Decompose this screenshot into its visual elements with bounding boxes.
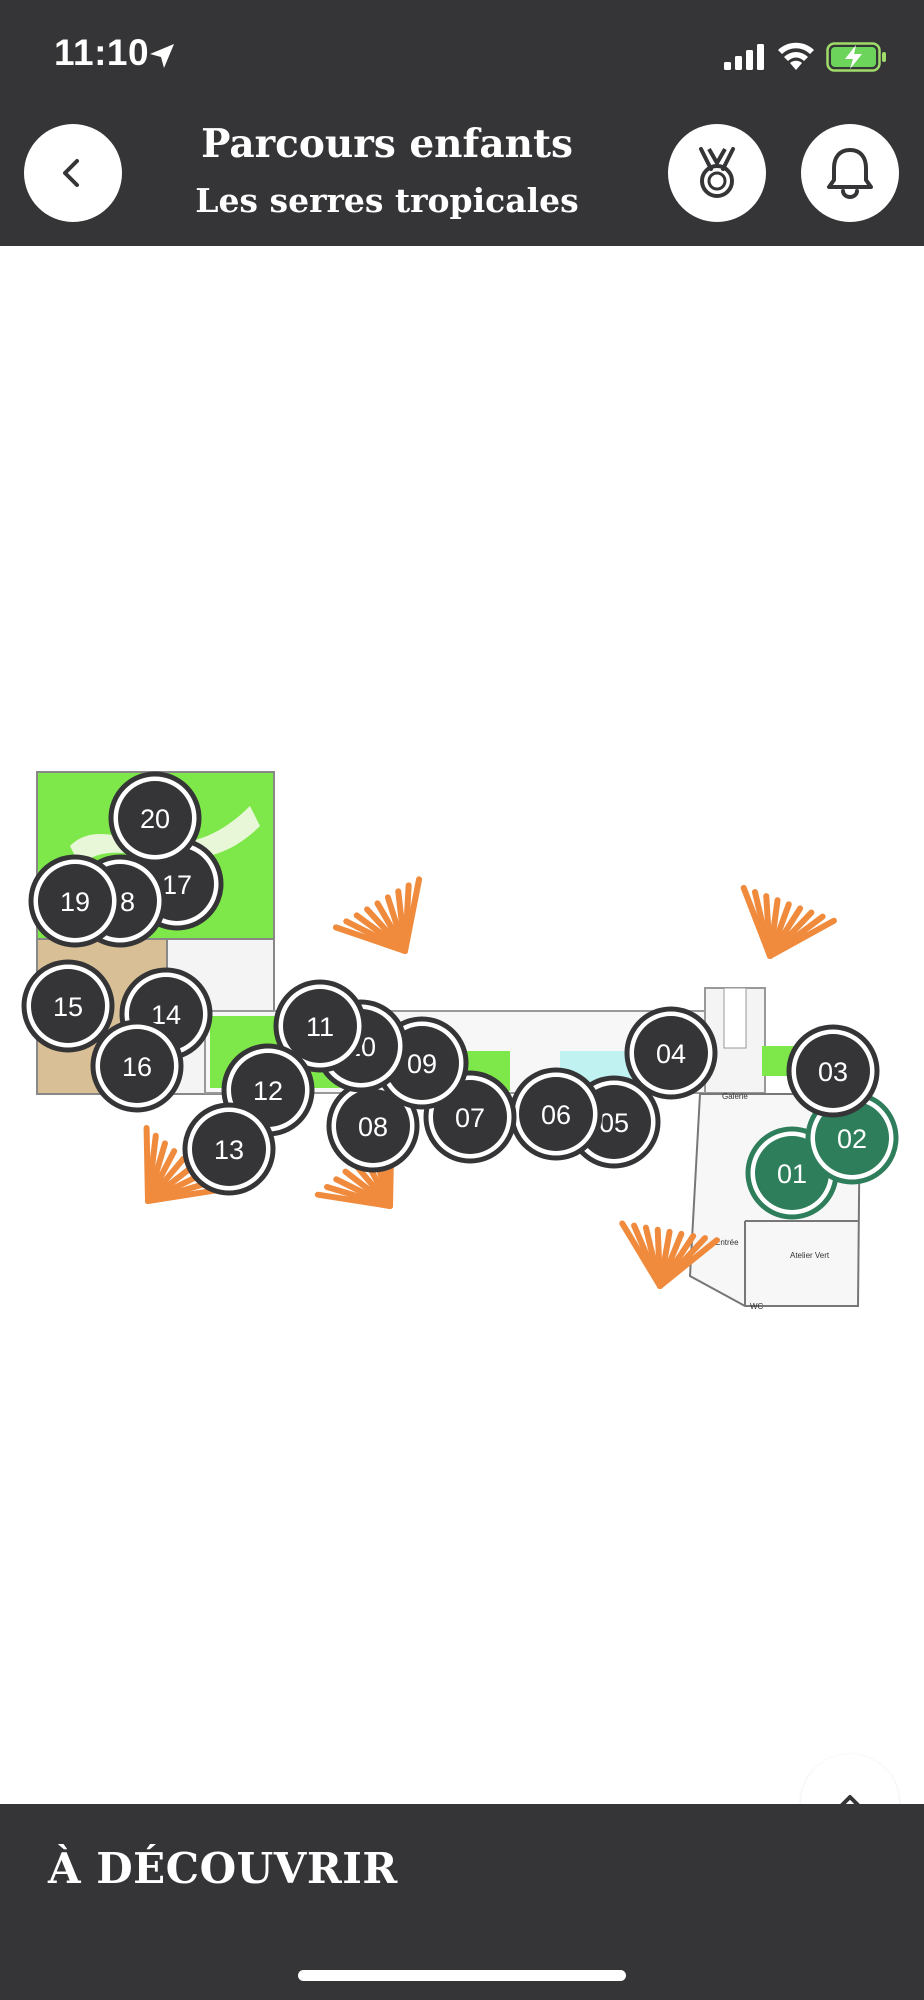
palm-leaf-1 (332, 876, 423, 954)
back-button[interactable] (24, 124, 122, 222)
marker-dot (31, 969, 105, 1043)
page-title: Parcours enfants (201, 121, 573, 167)
marker-label: 15 (53, 992, 83, 1022)
marker-dot (118, 781, 192, 855)
map-marker-15[interactable]: 15 (21, 959, 115, 1053)
palm-leaf-5 (619, 1220, 720, 1289)
map-marker-20[interactable]: 20 (108, 771, 202, 865)
wifi-icon (778, 42, 814, 70)
location-arrow-icon (150, 44, 174, 68)
medal-icon (699, 147, 735, 198)
map-markers[interactable]: 0102030405060708091011121314151617181920 (21, 771, 899, 1220)
map-marker-11[interactable]: 11 (273, 979, 367, 1073)
marker-label: 11 (306, 1012, 334, 1042)
room-label-atelier: Atelier Vert (790, 1251, 830, 1260)
marker-label: 09 (407, 1049, 437, 1079)
badges-button[interactable] (668, 124, 766, 222)
marker-dot (336, 1089, 410, 1163)
marker-dot (38, 864, 112, 938)
marker-dot (519, 1077, 593, 1151)
greenhouse-map[interactable]: Galerie Entrée Atelier Vert WC 01 02 03 04 0… (0, 246, 924, 1804)
map-marker-19[interactable]: 19 (28, 854, 122, 948)
map-marker-08[interactable]: 08 (326, 1079, 420, 1173)
room-label-wc: WC (750, 1302, 764, 1311)
marker-label: 07 (455, 1103, 485, 1133)
marker-dot (796, 1034, 870, 1108)
status-bar: 11:10 (0, 0, 924, 112)
marker-dot (634, 1016, 708, 1090)
marker-label: 01 (777, 1159, 807, 1189)
map-marker-04[interactable]: 04 (624, 1006, 718, 1100)
status-time: 11:10 (54, 32, 150, 73)
marker-label: 16 (122, 1052, 152, 1082)
map-marker-13[interactable]: 13 (182, 1102, 276, 1196)
marker-label: 08 (358, 1112, 388, 1142)
marker-dot (100, 1029, 174, 1103)
marker-label: 03 (818, 1057, 848, 1087)
marker-label: 19 (60, 887, 90, 917)
battery-charging-icon (826, 42, 886, 72)
marker-label: 04 (656, 1039, 686, 1069)
marker-dot (815, 1101, 889, 1175)
discover-panel[interactable]: À DÉCOUVRIR (0, 1804, 924, 2000)
room-label-entree: Entrée (715, 1238, 739, 1247)
room-label-galerie: Galerie (722, 1092, 748, 1101)
marker-label: 06 (541, 1100, 571, 1130)
marker-dot (283, 989, 357, 1063)
marker-label: 13 (214, 1135, 244, 1165)
map-marker-03[interactable]: 03 (786, 1024, 880, 1118)
back-icon (63, 159, 79, 187)
notifications-button[interactable] (801, 124, 899, 222)
marker-dot (192, 1112, 266, 1186)
discover-title: À DÉCOUVRIR (48, 1844, 398, 1893)
marker-label: 12 (253, 1076, 283, 1106)
map-marker-16[interactable]: 16 (90, 1019, 184, 1113)
header: Parcours enfants Les serres tropicales (0, 112, 924, 246)
marker-label: 05 (599, 1108, 629, 1138)
cellular-signal-icon (724, 44, 764, 70)
marker-label: 02 (837, 1124, 867, 1154)
page-subtitle: Les serres tropicales (195, 181, 579, 220)
decorative-leaves (143, 876, 837, 1289)
map-marker-06[interactable]: 06 (509, 1067, 603, 1161)
bell-icon (827, 148, 873, 199)
map-area[interactable]: Galerie Entrée Atelier Vert WC 01 02 03 04 0… (0, 246, 924, 1804)
marker-label: 20 (140, 804, 170, 834)
palm-leaf-2 (740, 884, 837, 959)
marker-label: 17 (162, 870, 192, 900)
home-indicator[interactable] (298, 1970, 626, 1981)
